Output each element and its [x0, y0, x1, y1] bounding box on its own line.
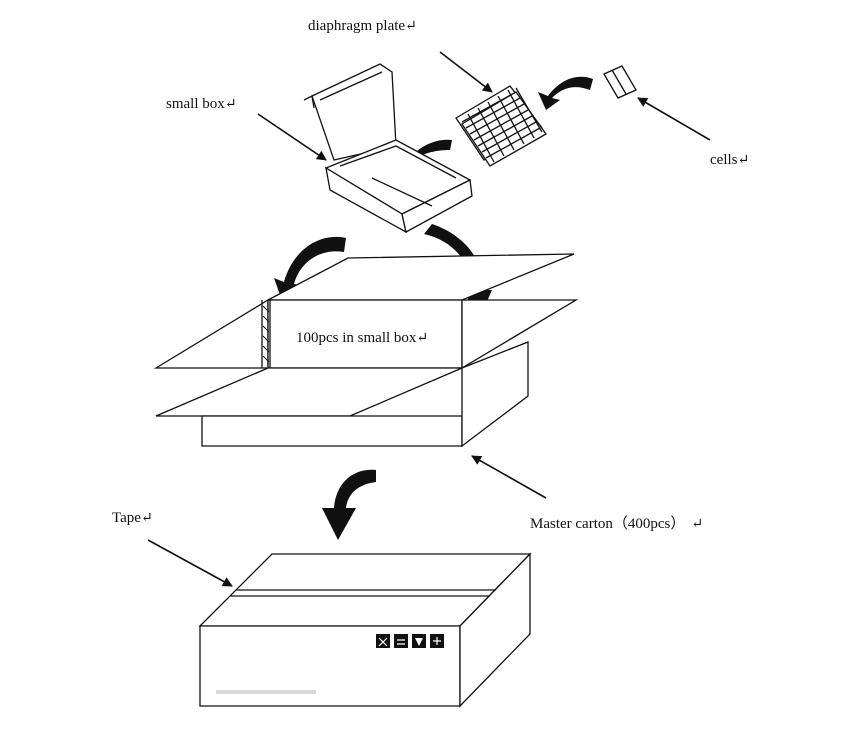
label-cells: cells↵	[710, 152, 749, 168]
diaphragm-plate-drawing	[455, 85, 547, 167]
carton-marking-icons	[376, 634, 444, 648]
label-diaphragm-plate: diaphragm plate↵	[308, 18, 417, 34]
pointer-diaphragm-plate	[439, 51, 493, 93]
arrow-cells-to-plate	[538, 76, 593, 110]
arrow-to-closed-carton	[322, 469, 376, 540]
label-100pcs-in-small-box: 100pcs in small box↵	[296, 330, 428, 346]
master-carton-closed-drawing	[198, 552, 532, 708]
label-tape: Tape↵	[112, 510, 153, 526]
label-small-box: small box↵	[166, 96, 236, 112]
pointer-small-box	[257, 113, 327, 161]
pointer-tape	[147, 539, 233, 587]
cell-drawing	[603, 65, 637, 99]
pointer-cells	[637, 97, 711, 141]
pointer-master-carton	[471, 455, 547, 499]
master-carton-open-drawing	[153, 253, 579, 448]
label-master-carton: Master carton（400pcs）↵	[530, 515, 703, 532]
small-box-drawing	[303, 63, 473, 234]
arrow-right-to-carton	[424, 224, 492, 322]
